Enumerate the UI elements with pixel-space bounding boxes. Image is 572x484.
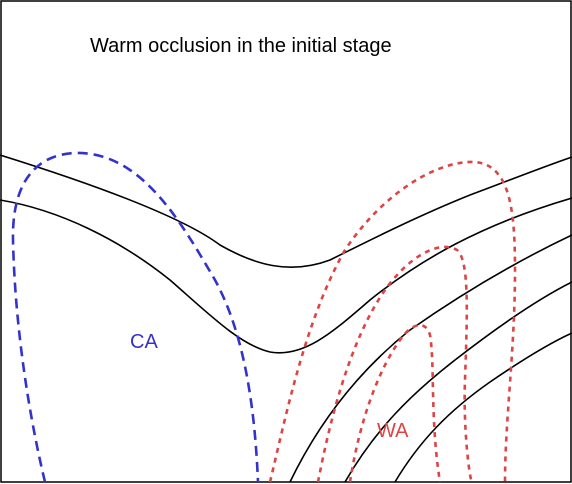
warm-air-label: WA (377, 420, 409, 442)
cold-air-label: CA (130, 331, 158, 353)
isoline-1 (0, 154, 572, 268)
isoline-4 (344, 281, 572, 483)
warm-air-boundary-inner (348, 323, 442, 483)
warm-air-boundary-outer (268, 160, 517, 483)
isoline-3 (289, 234, 572, 483)
isoline-5 (394, 332, 572, 483)
diagram-title: Warm occlusion in the initial stage (90, 35, 392, 57)
cold-air-boundary (11, 151, 260, 483)
warm-air-boundary-middle (316, 245, 474, 484)
isoline-2 (0, 197, 572, 354)
